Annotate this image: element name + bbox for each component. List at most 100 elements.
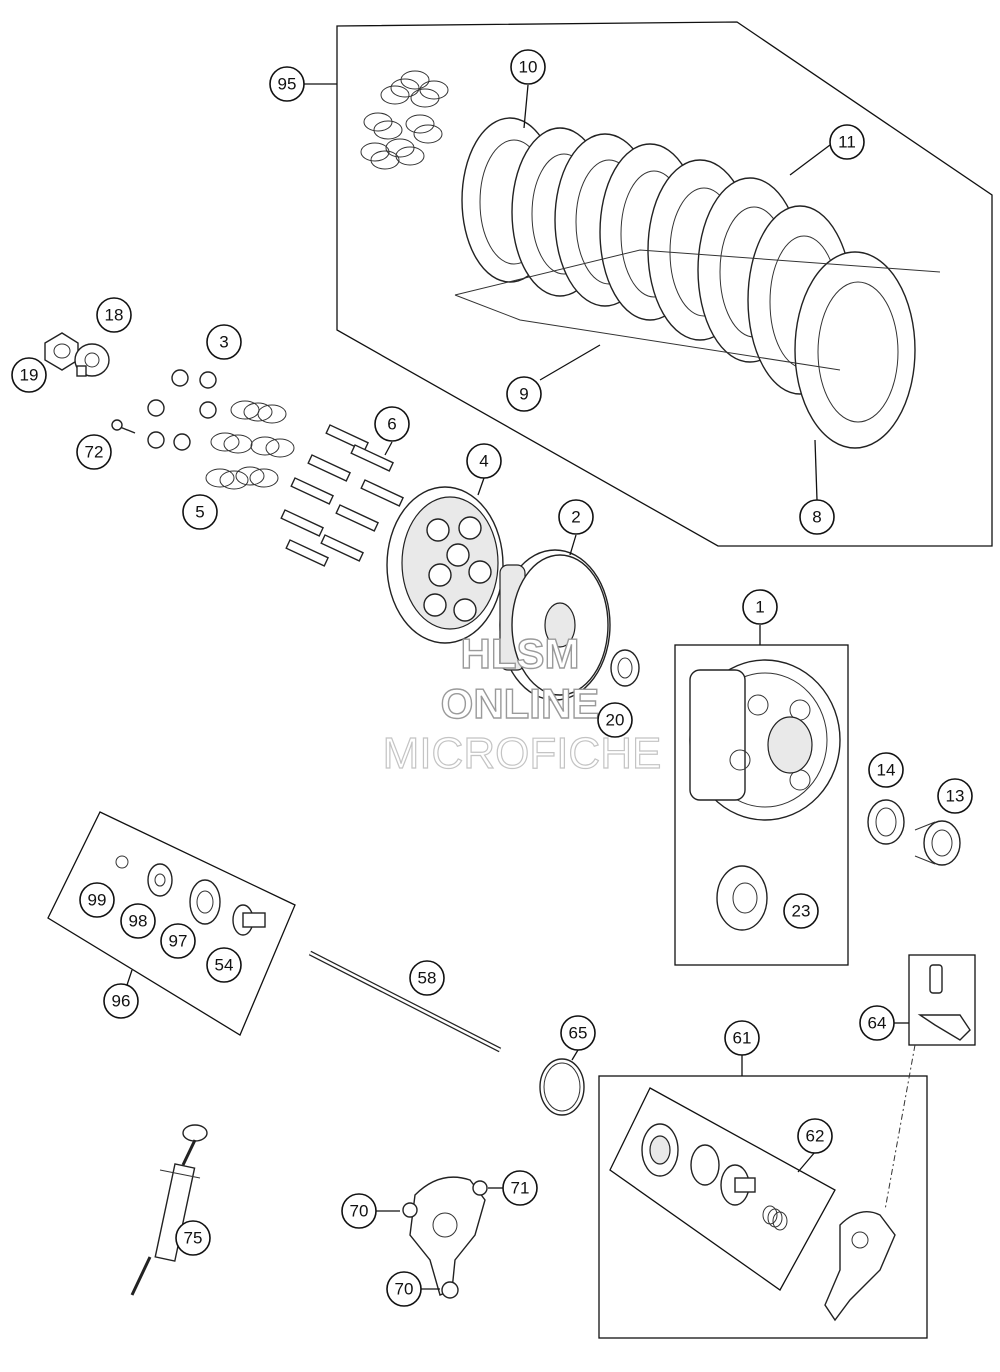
svg-text:64: 64 bbox=[868, 1014, 887, 1033]
inner-clutch-hub-2 bbox=[499, 549, 611, 701]
svg-text:72: 72 bbox=[85, 443, 104, 462]
svg-text:18: 18 bbox=[105, 306, 124, 325]
svg-text:95: 95 bbox=[278, 75, 297, 94]
callout-13[interactable]: 13 bbox=[937, 778, 973, 814]
push-rod-58 bbox=[308, 950, 502, 1053]
callout-11[interactable]: 11 bbox=[829, 124, 865, 160]
outer-clutch-basket-1 bbox=[689, 659, 841, 821]
svg-text:71: 71 bbox=[511, 1179, 530, 1198]
bleeder-screw bbox=[917, 964, 971, 1041]
callout-54[interactable]: 54 bbox=[206, 947, 242, 983]
spring-cups-3 bbox=[147, 369, 217, 451]
svg-text:96: 96 bbox=[112, 992, 131, 1011]
primary-gear-23 bbox=[716, 865, 768, 931]
nut-19 bbox=[44, 332, 79, 371]
callout-18[interactable]: 18 bbox=[96, 297, 132, 333]
pressure-plate-4 bbox=[386, 486, 504, 644]
callout-58[interactable]: 58 bbox=[409, 960, 445, 996]
screw-72 bbox=[111, 419, 136, 434]
callout-2[interactable]: 2 bbox=[558, 499, 594, 535]
watermark-line3: MICROFICHE bbox=[383, 729, 662, 778]
svg-text:23: 23 bbox=[792, 902, 811, 921]
svg-text:10: 10 bbox=[519, 58, 538, 77]
svg-text:97: 97 bbox=[169, 932, 188, 951]
clutch-springs-5 bbox=[205, 400, 295, 490]
group-box-62 bbox=[609, 1087, 836, 1291]
svg-text:58: 58 bbox=[418, 969, 437, 988]
svg-text:19: 19 bbox=[20, 366, 39, 385]
svg-text:3: 3 bbox=[219, 333, 228, 352]
callout-1[interactable]: 1 bbox=[742, 589, 778, 625]
needle-bearing-14 bbox=[867, 799, 905, 845]
slave-cylinder-housing bbox=[824, 1211, 896, 1322]
callout-72[interactable]: 72 bbox=[76, 434, 112, 470]
callout-96[interactable]: 96 bbox=[103, 983, 139, 1019]
svg-text:99: 99 bbox=[88, 891, 107, 910]
svg-text:70: 70 bbox=[395, 1280, 414, 1299]
callout-98[interactable]: 98 bbox=[120, 903, 156, 939]
group-box-95 bbox=[336, 21, 993, 547]
svg-text:14: 14 bbox=[877, 761, 896, 780]
spring-set bbox=[360, 70, 449, 170]
callout-75[interactable]: 75 bbox=[175, 1220, 211, 1256]
callout-20[interactable]: 20 bbox=[597, 702, 633, 738]
o-ring-65 bbox=[539, 1058, 585, 1116]
svg-text:70: 70 bbox=[350, 1202, 369, 1221]
callout-9[interactable]: 9 bbox=[506, 376, 542, 412]
callout-4[interactable]: 4 bbox=[466, 443, 502, 479]
svg-text:61: 61 bbox=[733, 1029, 752, 1048]
svg-text:8: 8 bbox=[812, 508, 821, 527]
callout-62[interactable]: 62 bbox=[797, 1118, 833, 1154]
svg-text:9: 9 bbox=[519, 385, 528, 404]
slave-spring bbox=[762, 1205, 788, 1231]
thrust-bearing-97 bbox=[189, 879, 221, 925]
bleed-syringe-75 bbox=[130, 1124, 208, 1296]
callout-5[interactable]: 5 bbox=[182, 494, 218, 530]
svg-text:75: 75 bbox=[184, 1229, 203, 1248]
watermark-line1: HLSM bbox=[461, 630, 580, 677]
callout-95[interactable]: 95 bbox=[269, 66, 305, 102]
callout-71[interactable]: 71 bbox=[502, 1170, 538, 1206]
group-box-64 bbox=[908, 954, 976, 1046]
lock-washer-18 bbox=[74, 343, 110, 377]
slave-piston bbox=[720, 1164, 756, 1206]
group-box-61 bbox=[598, 1075, 928, 1339]
clutch-cover-70 bbox=[402, 1176, 488, 1299]
callout-70-bottom[interactable]: 70 bbox=[386, 1271, 422, 1307]
group-box-1 bbox=[674, 644, 849, 966]
callout-61[interactable]: 61 bbox=[724, 1020, 760, 1056]
slave-cylinder-seal bbox=[641, 1123, 720, 1186]
callout-6[interactable]: 6 bbox=[374, 406, 410, 442]
callout-3[interactable]: 3 bbox=[206, 324, 242, 360]
bushing-13 bbox=[914, 820, 961, 866]
pressure-piece-54 bbox=[232, 904, 266, 936]
svg-text:2: 2 bbox=[571, 508, 580, 527]
svg-text:5: 5 bbox=[195, 503, 204, 522]
callout-65[interactable]: 65 bbox=[560, 1015, 596, 1051]
washer-20 bbox=[610, 649, 640, 687]
watermark-line2: ONLINE bbox=[441, 680, 600, 727]
svg-text:54: 54 bbox=[215, 956, 234, 975]
pins-6 bbox=[280, 424, 404, 567]
svg-text:98: 98 bbox=[129, 912, 148, 931]
svg-text:62: 62 bbox=[806, 1127, 825, 1146]
callout-23[interactable]: 23 bbox=[783, 893, 819, 929]
callout-99[interactable]: 99 bbox=[79, 882, 115, 918]
callout-97[interactable]: 97 bbox=[160, 923, 196, 959]
callout-19[interactable]: 19 bbox=[11, 357, 47, 393]
svg-text:65: 65 bbox=[569, 1024, 588, 1043]
group-box-96 bbox=[47, 811, 296, 1036]
circlip-99 bbox=[115, 855, 129, 869]
washer-98 bbox=[147, 863, 173, 897]
svg-text:13: 13 bbox=[946, 787, 965, 806]
callout-14[interactable]: 14 bbox=[868, 752, 904, 788]
callout-70-top[interactable]: 70 bbox=[341, 1193, 377, 1229]
svg-text:11: 11 bbox=[838, 133, 856, 152]
callout-10[interactable]: 10 bbox=[510, 49, 546, 85]
clutch-disc-stack bbox=[461, 117, 916, 449]
callout-64[interactable]: 64 bbox=[859, 1005, 895, 1041]
svg-text:6: 6 bbox=[387, 415, 396, 434]
callout-8[interactable]: 8 bbox=[799, 499, 835, 535]
svg-text:1: 1 bbox=[755, 598, 764, 617]
